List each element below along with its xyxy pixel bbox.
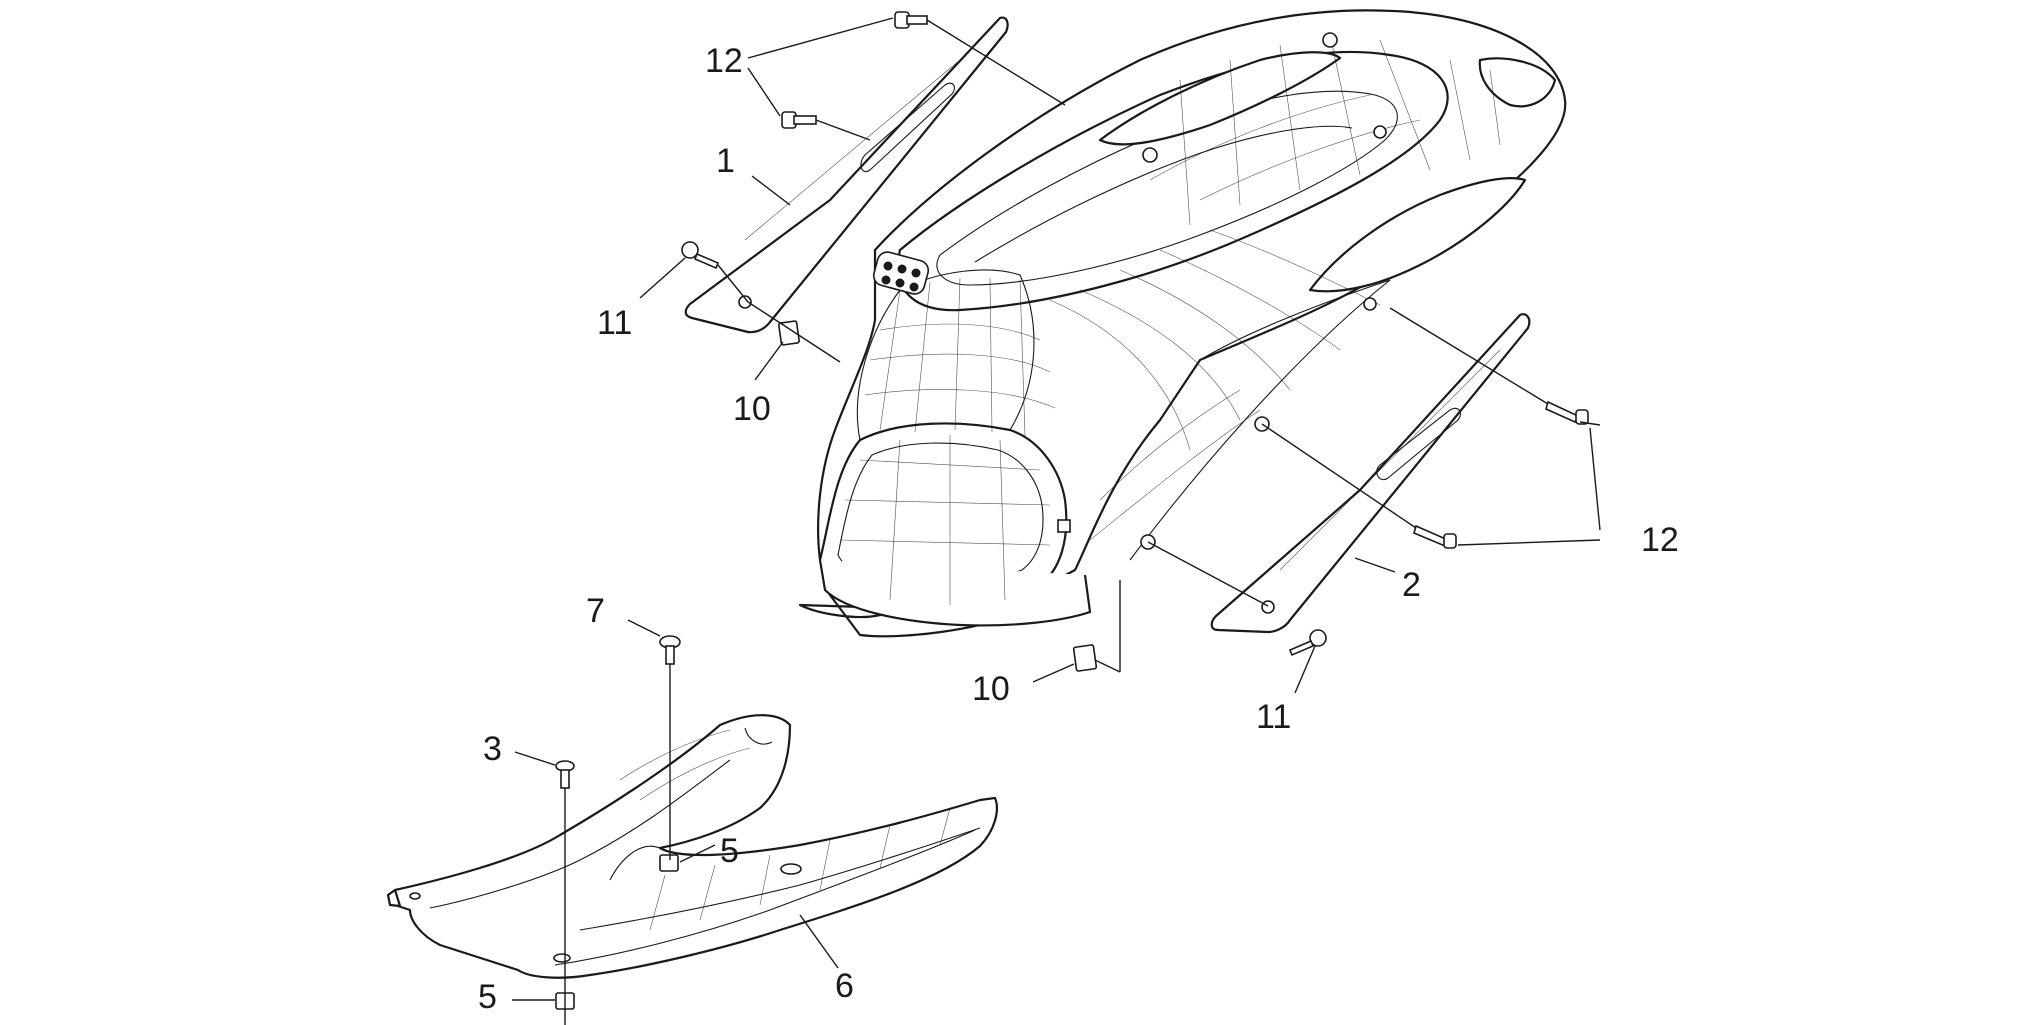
callout-labels: 12 1 11 10 12 2 11 10 7 3 5 5 6 [478,42,1679,1016]
screw-12-top-b [781,111,817,129]
surface-hatching [839,34,1501,605]
callout-2: 2 [1402,566,1421,604]
mount-hole [1142,147,1158,163]
screw-11-left [681,241,720,270]
screw-11-right [1288,629,1327,657]
mount-hole [1322,32,1338,48]
assembly-lines [564,19,1549,1025]
connector-plug [872,251,930,295]
callout-5-lower: 5 [478,978,497,1016]
side-strip-1 [684,16,1009,334]
callout-10-bottom: 10 [972,670,1010,708]
callout-5-upper: 5 [720,832,739,870]
mount-hole [1373,125,1387,139]
floor-cover-6 [386,714,998,979]
callout-3: 3 [483,730,502,768]
clip-10-bottom [1072,644,1098,672]
callout-10-left: 10 [733,390,771,428]
callout-11-left: 11 [597,304,632,342]
screw-3 [555,760,575,789]
clip-5-upper [659,854,679,872]
leader-lines [512,17,1601,1001]
screw-12-top-a [894,11,928,29]
screw-12-right-b [1413,524,1457,549]
callout-7: 7 [586,592,605,630]
rear-body-cover [798,9,1567,638]
callout-12-top: 12 [705,42,743,80]
callout-12-right: 12 [1641,521,1679,559]
screw-12-right-a [1545,400,1589,425]
callout-1: 1 [716,142,735,180]
mount-hole [1363,297,1377,311]
mount-hole [1057,519,1071,533]
side-strip-2 [1210,313,1531,634]
screw-7 [659,635,681,665]
callout-11-right: 11 [1256,698,1291,736]
callout-6: 6 [835,967,854,1005]
clip-10-left [778,320,800,346]
